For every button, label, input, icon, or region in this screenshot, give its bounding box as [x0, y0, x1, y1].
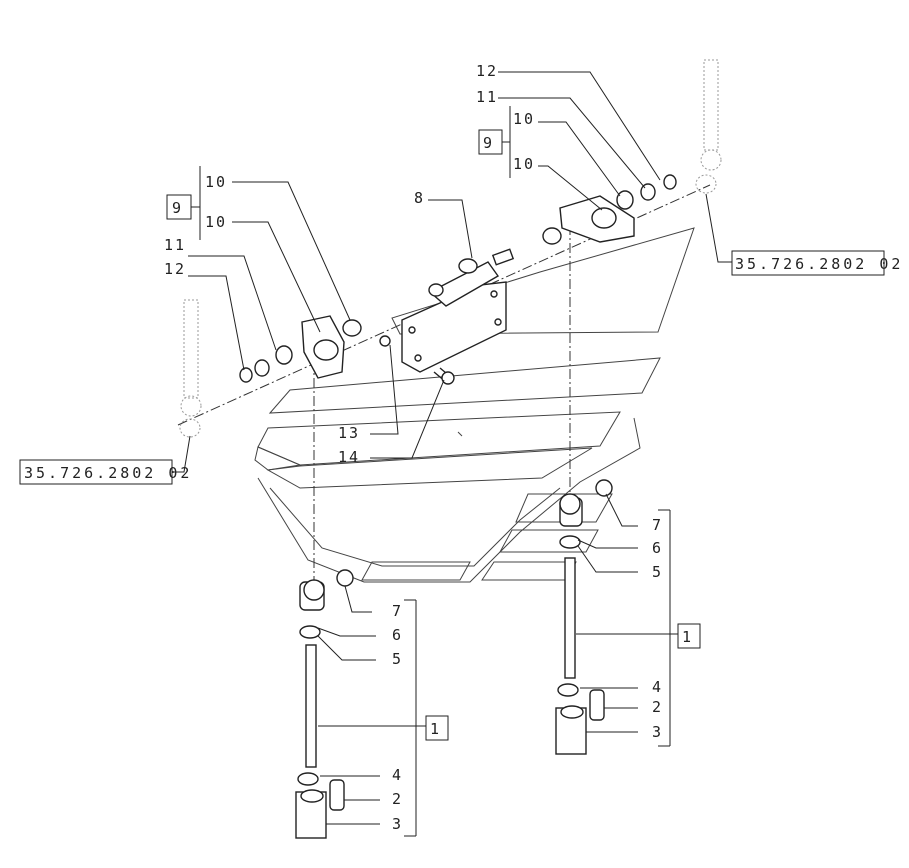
callout-7-left: 7 [392, 602, 403, 620]
reference-left: 35.726.2802 02 [24, 464, 192, 482]
callout-9-right-box: 9 [478, 129, 503, 155]
callout-12-right: 12 [476, 62, 498, 80]
callout-4-right: 4 [652, 678, 663, 696]
callout-5-left: 5 [392, 650, 403, 668]
callout-3-right: 3 [652, 723, 663, 741]
right-rod-assembly [555, 479, 613, 755]
callout-8: 8 [414, 189, 425, 207]
callout-2-left: 2 [392, 790, 403, 808]
reference-box-left: 35.726.2802 02 [19, 459, 192, 485]
callout-6-right: 6 [652, 539, 663, 557]
left-rod-assembly [295, 569, 354, 839]
support-bracket [379, 248, 515, 385]
callout-10-right-a: 10 [513, 110, 535, 128]
callout-9-left-box: 9 [166, 194, 192, 220]
callout-1-right-box: 1 [677, 623, 701, 649]
callout-11-right: 11 [476, 88, 498, 106]
leader-lines [172, 71, 732, 837]
callout-13: 13 [338, 424, 360, 442]
callout-1-right: 1 [682, 628, 693, 646]
right-pivot-assembly [542, 174, 677, 245]
callout-7-right: 7 [652, 516, 663, 534]
callout-9-left: 9 [172, 199, 183, 217]
callout-10-left-b: 10 [205, 213, 227, 231]
ghost-cylinder-right [695, 59, 722, 194]
callout-12-left: 12 [164, 260, 186, 278]
callout-1-left-box: 1 [425, 715, 449, 741]
callout-9-right: 9 [483, 134, 494, 152]
callout-4-left: 4 [392, 766, 403, 784]
callout-1-left: 1 [430, 720, 441, 738]
callout-11-left: 11 [164, 236, 186, 254]
callout-2-right: 2 [652, 698, 663, 716]
left-pivot-assembly [239, 315, 362, 383]
callout-5-right: 5 [652, 563, 663, 581]
reference-box-right: 35.726.2802 02 [731, 250, 903, 276]
callout-14: 14 [338, 448, 360, 466]
ghost-cylinder-left [179, 299, 202, 438]
callout-6-left: 6 [392, 626, 403, 644]
callout-10-right-b: 10 [513, 155, 535, 173]
callout-10-left-a: 10 [205, 173, 227, 191]
reference-right: 35.726.2802 02 [735, 255, 903, 273]
callout-3-left: 3 [392, 815, 403, 833]
